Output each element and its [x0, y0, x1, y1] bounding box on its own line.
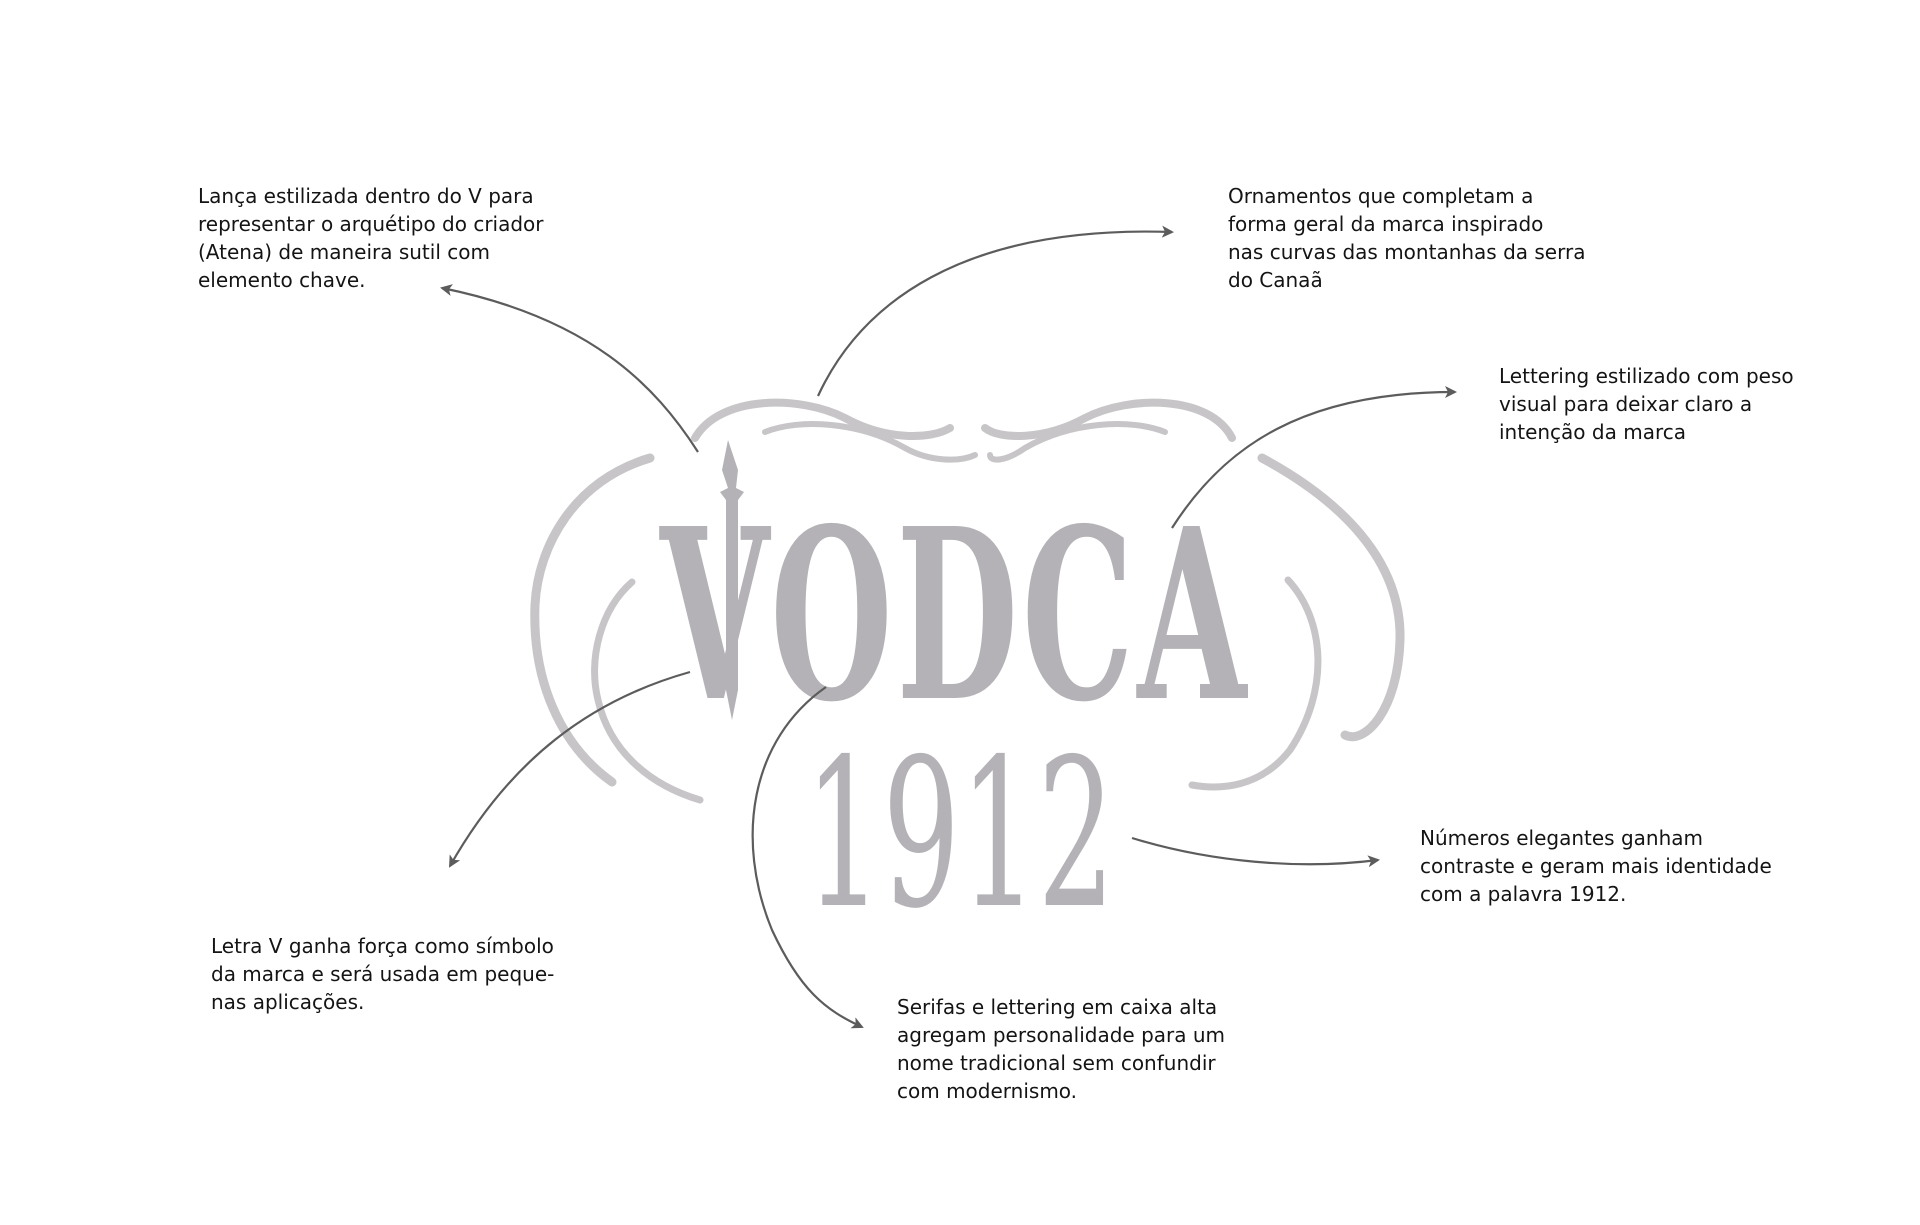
- annotation-line: Lança estilizada dentro do V para: [198, 184, 534, 208]
- ornament-right-outer: [1257, 453, 1405, 742]
- annotation-line: Ornamentos que completam a: [1228, 184, 1534, 208]
- annotation-line: forma geral da marca inspirado: [1228, 212, 1544, 236]
- ornament-left-outer: [530, 453, 655, 787]
- logo-ornaments: [530, 398, 1405, 804]
- annotation-line: Serifas e lettering em caixa alta: [897, 995, 1218, 1019]
- arrow-ornaments: [817, 225, 1174, 397]
- ornament-top-right: [981, 398, 1236, 442]
- annotation-line: Números elegantes ganham: [1420, 826, 1703, 850]
- arrow-letter-v: [449, 670, 691, 868]
- annotation-line: nome tradicional sem confundir: [897, 1051, 1216, 1075]
- ornament-top-right-inner: [987, 421, 1168, 463]
- arrow-serifs: [751, 686, 864, 1029]
- annotation-line: visual para deixar claro a: [1499, 392, 1753, 416]
- annotation-line: nas curvas das montanhas da serra: [1228, 240, 1586, 264]
- annotation-line: agregam personalidade para um: [897, 1023, 1226, 1047]
- annotation-serifs: Serifas e lettering em caixa alta agrega…: [897, 993, 1225, 1105]
- arrow-spear: [440, 284, 699, 453]
- annotation-line: intenção da marca: [1499, 420, 1686, 444]
- ornament-top-left: [691, 398, 954, 442]
- annotation-ornaments: Ornamentos que completam a forma geral d…: [1228, 182, 1585, 294]
- ornament-top-left-inner: [762, 421, 978, 463]
- logo-year: 1912: [805, 716, 1115, 954]
- annotation-line: com modernismo.: [897, 1079, 1078, 1103]
- annotation-line: representar o arquétipo do criador: [198, 212, 544, 236]
- annotation-numbers: Números elegantes ganham contraste e ger…: [1420, 824, 1772, 908]
- annotation-line: Letra V ganha força como símbolo: [211, 934, 554, 958]
- annotation-line: do Canaã: [1228, 268, 1323, 292]
- annotation-lettering: Lettering estilizado com peso visual par…: [1499, 362, 1794, 446]
- annotation-letter-v: Letra V ganha força como símbolo da marc…: [211, 932, 554, 1016]
- ornament-left-inner: [591, 578, 704, 804]
- logo-word: VODCA: [659, 476, 1250, 754]
- annotation-line: contraste e geram mais identidade: [1420, 854, 1772, 878]
- annotation-spear: Lança estilizada dentro do V para repres…: [198, 182, 544, 294]
- annotation-arrows: [440, 225, 1457, 1029]
- annotation-line: (Atena) de maneira sutil com: [198, 240, 490, 264]
- annotation-line: nas aplicações.: [211, 990, 365, 1014]
- ornament-right-inner: [1188, 576, 1322, 791]
- arrow-lettering: [1171, 386, 1457, 529]
- annotation-line: elemento chave.: [198, 268, 366, 292]
- spear-icon: [720, 440, 744, 720]
- annotation-line: com a palavra 1912.: [1420, 882, 1627, 906]
- annotation-line: da marca e será usada em peque-: [211, 962, 555, 986]
- arrow-numbers: [1131, 836, 1380, 868]
- annotation-line: Lettering estilizado com peso: [1499, 364, 1794, 388]
